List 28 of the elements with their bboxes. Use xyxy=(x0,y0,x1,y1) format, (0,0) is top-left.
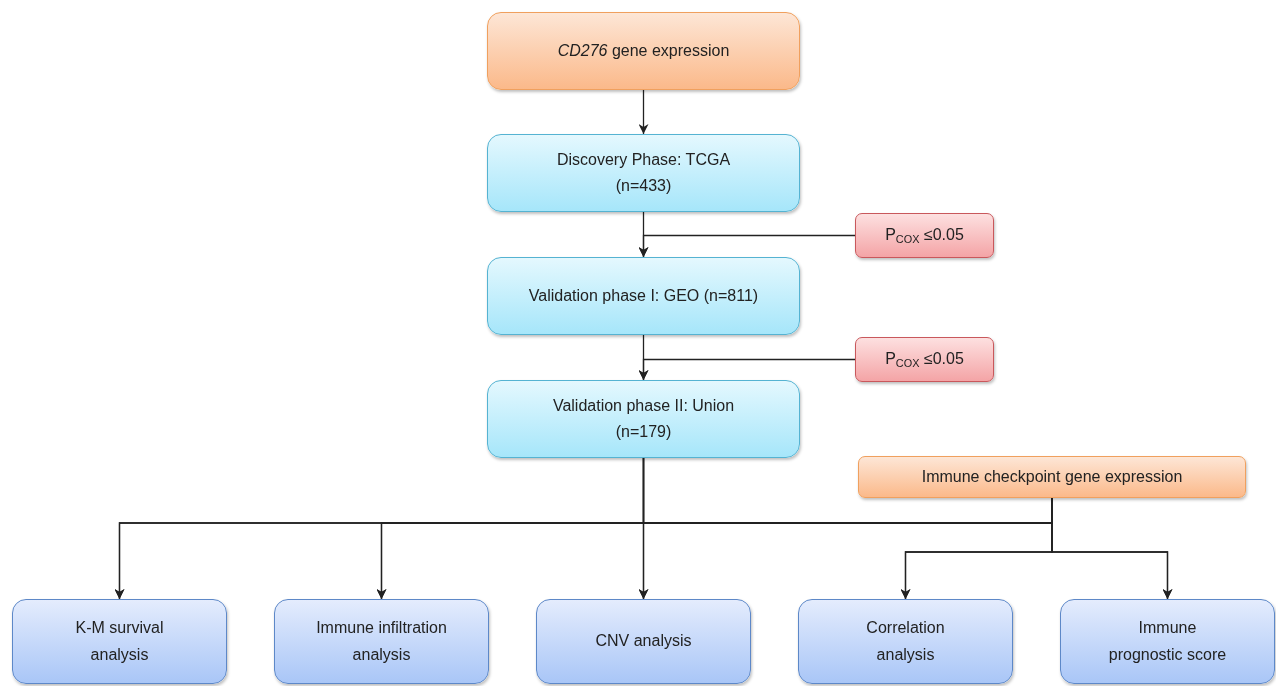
box-label: Immune checkpoint gene expression xyxy=(921,466,1183,487)
flowchart-box xyxy=(487,134,800,212)
flowchart-box xyxy=(536,599,751,684)
flowchart-box xyxy=(855,213,994,258)
flowchart-box xyxy=(487,257,800,335)
flowchart-box xyxy=(487,12,800,90)
flowchart-box xyxy=(12,599,227,684)
box-label: Discovery Phase: TCGA (n=433) xyxy=(555,149,732,196)
box-label: CD276 gene expression xyxy=(557,40,730,61)
flowchart-box xyxy=(274,599,489,684)
box-label: K-M survival analysis xyxy=(74,618,165,665)
box-label: Validation phase I: GEO (n=811) xyxy=(528,285,759,306)
arrow xyxy=(638,234,856,258)
flowchart-box xyxy=(798,599,1013,684)
box-label: Immune prognostic score xyxy=(1107,618,1228,665)
box-label: Validation phase II: Union (n=179) xyxy=(551,395,736,442)
flowchart-box xyxy=(487,380,800,458)
box-label: P$_{COX}$ ≤0.05 xyxy=(885,225,964,247)
box-label: P$_{COX}$ ≤0.05 xyxy=(885,349,964,371)
flowchart-box xyxy=(855,337,994,382)
box-label: Immune infiltration analysis xyxy=(315,618,448,665)
flowchart-box xyxy=(1060,599,1275,684)
arrow xyxy=(638,89,649,135)
arrow xyxy=(638,358,856,381)
flowchart-box xyxy=(858,456,1246,498)
box-label: Correlation analysis xyxy=(865,618,946,665)
box-label: CNV analysis xyxy=(595,631,692,652)
arrow xyxy=(1051,497,1173,600)
